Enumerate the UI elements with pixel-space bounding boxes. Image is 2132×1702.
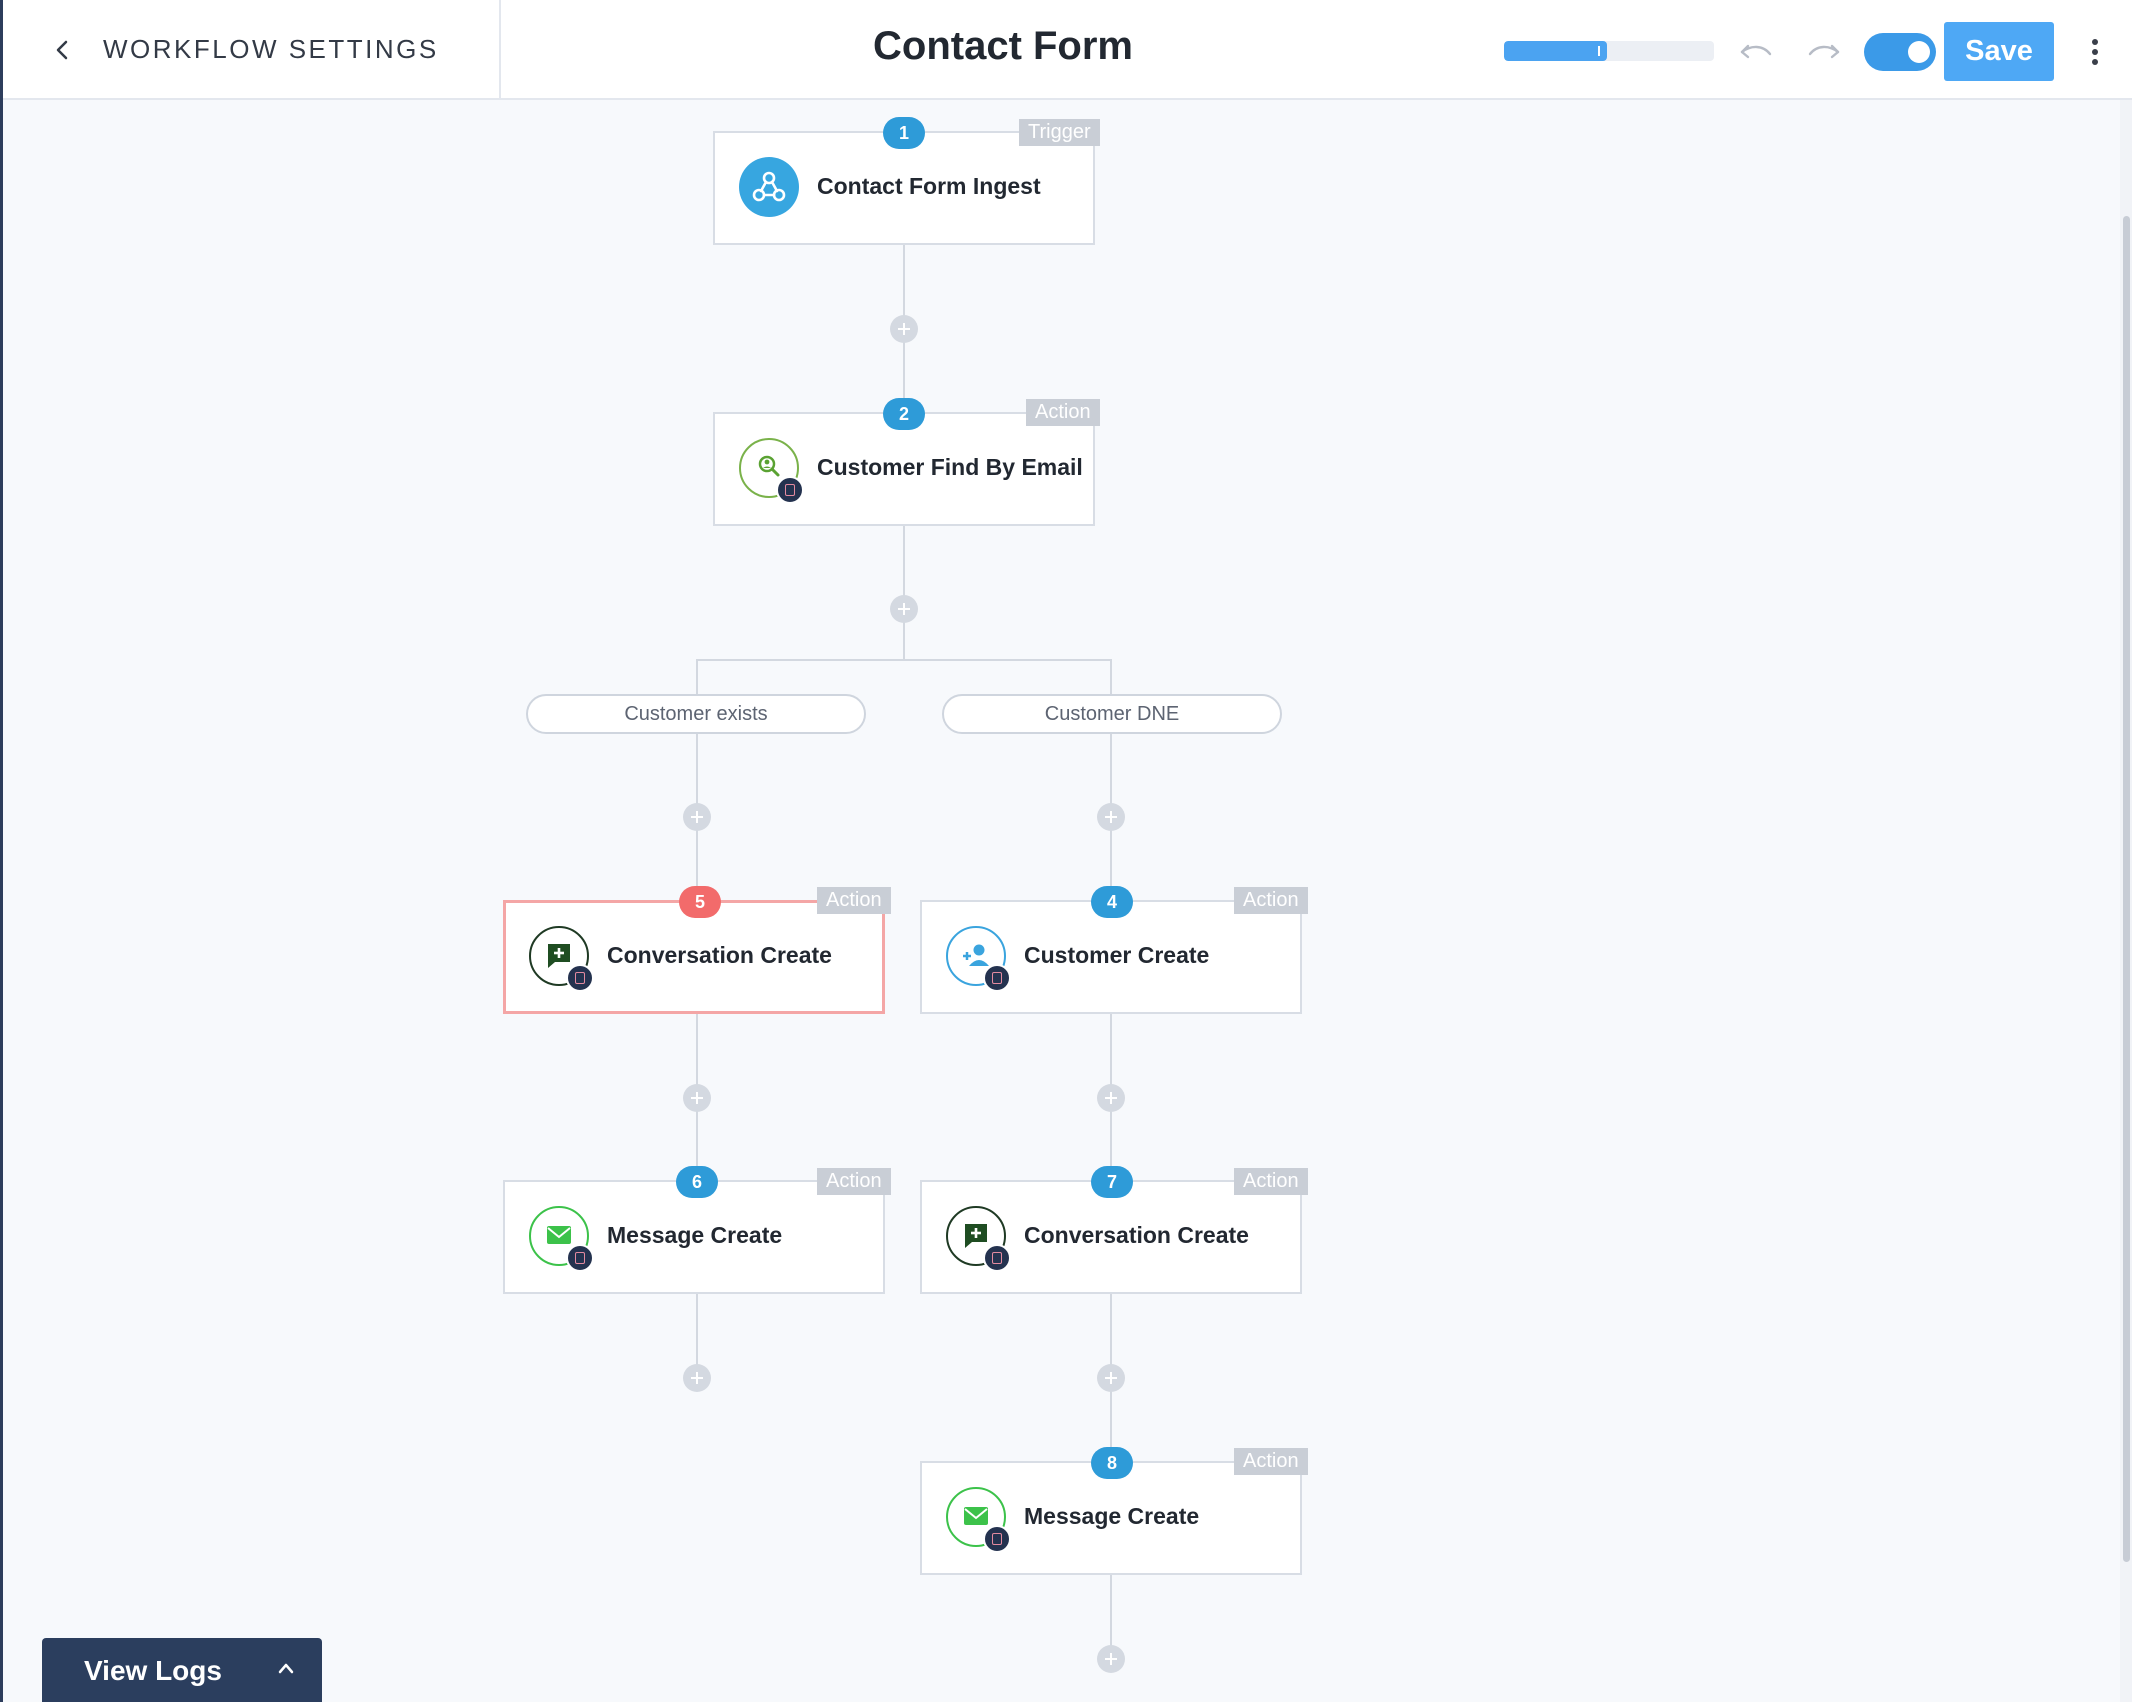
branch-customer-dne[interactable]: Customer DNE [942,694,1282,734]
add-step-button[interactable] [890,315,918,343]
step-type-tag: Action [817,1168,891,1195]
step-number-badge: 1 [883,117,925,149]
step-number-badge: 2 [883,398,925,430]
integration-badge-icon [566,1244,594,1272]
step-number-badge: 6 [676,1166,718,1198]
undo-icon[interactable] [1739,36,1773,66]
step-number-badge: 4 [1091,886,1133,918]
back-to-workflow-settings[interactable]: WORKFLOW SETTINGS [3,0,501,98]
step-type-tag: Action [1234,1168,1308,1195]
view-logs-button[interactable]: View Logs [42,1638,322,1702]
add-step-button[interactable] [1097,1364,1125,1392]
workflow-enabled-toggle[interactable] [1864,33,1936,71]
page-title: Contact Form [873,24,1133,68]
step-label: Contact Form Ingest [817,173,1041,199]
add-step-button[interactable] [890,595,918,623]
step-number-badge: 7 [1091,1166,1133,1198]
progress-tick [1597,46,1600,56]
step-label: Conversation Create [607,942,832,968]
step-node-message-create[interactable]: Message Create [920,1461,1302,1575]
more-options-icon[interactable] [2085,36,2105,68]
step-label: Message Create [1024,1503,1200,1529]
step-label: Conversation Create [1024,1222,1249,1248]
add-step-button[interactable] [683,1084,711,1112]
branch-customer-exists[interactable]: Customer exists [526,694,866,734]
back-label: WORKFLOW SETTINGS [103,34,439,64]
step-node-customer-create[interactable]: Customer Create [920,900,1302,1014]
step-type-tag: Action [817,887,891,914]
integration-badge-icon [983,964,1011,992]
add-step-button[interactable] [683,1364,711,1392]
step-number-badge: 5 [679,886,721,918]
step-label: Message Create [607,1222,783,1248]
integration-badge-icon [983,1244,1011,1272]
integration-badge-icon [983,1525,1011,1553]
toggle-knob [1908,41,1930,63]
webhook-icon [739,157,799,217]
step-type-tag: Action [1026,399,1100,426]
step-label: Customer Find By Email [817,454,1083,480]
step-node-contact-form-ingest[interactable]: Contact Form Ingest [713,131,1095,245]
step-type-tag: Action [1234,887,1308,914]
add-step-button[interactable] [1097,1084,1125,1112]
view-logs-label: View Logs [84,1655,222,1686]
integration-badge-icon [566,964,594,992]
add-step-button[interactable] [1097,1645,1125,1673]
progress-bar [1504,41,1714,61]
step-label: Customer Create [1024,942,1210,968]
add-step-button[interactable] [1097,803,1125,831]
save-button[interactable]: Save [1944,22,2054,81]
add-step-button[interactable] [683,803,711,831]
step-number-badge: 8 [1091,1447,1133,1479]
step-node-conversation-create-selected[interactable]: Conversation Create [503,900,885,1014]
redo-icon[interactable] [1807,36,1841,66]
step-node-message-create[interactable]: Message Create [503,1180,885,1294]
chevron-up-icon [278,1663,294,1674]
chevron-left-icon [56,40,68,60]
step-type-tag: Action [1234,1448,1308,1475]
integration-badge-icon [776,476,804,504]
step-node-customer-find-by-email[interactable]: Customer Find By Email [713,412,1095,526]
customer-search-icon [739,438,799,498]
window-edge [0,0,3,1702]
top-bar: WORKFLOW SETTINGS Contact Form Save [3,0,2132,100]
step-type-tag: Trigger [1019,119,1100,146]
scrollbar-thumb[interactable] [2123,216,2130,1562]
progress-fill [1504,41,1607,61]
